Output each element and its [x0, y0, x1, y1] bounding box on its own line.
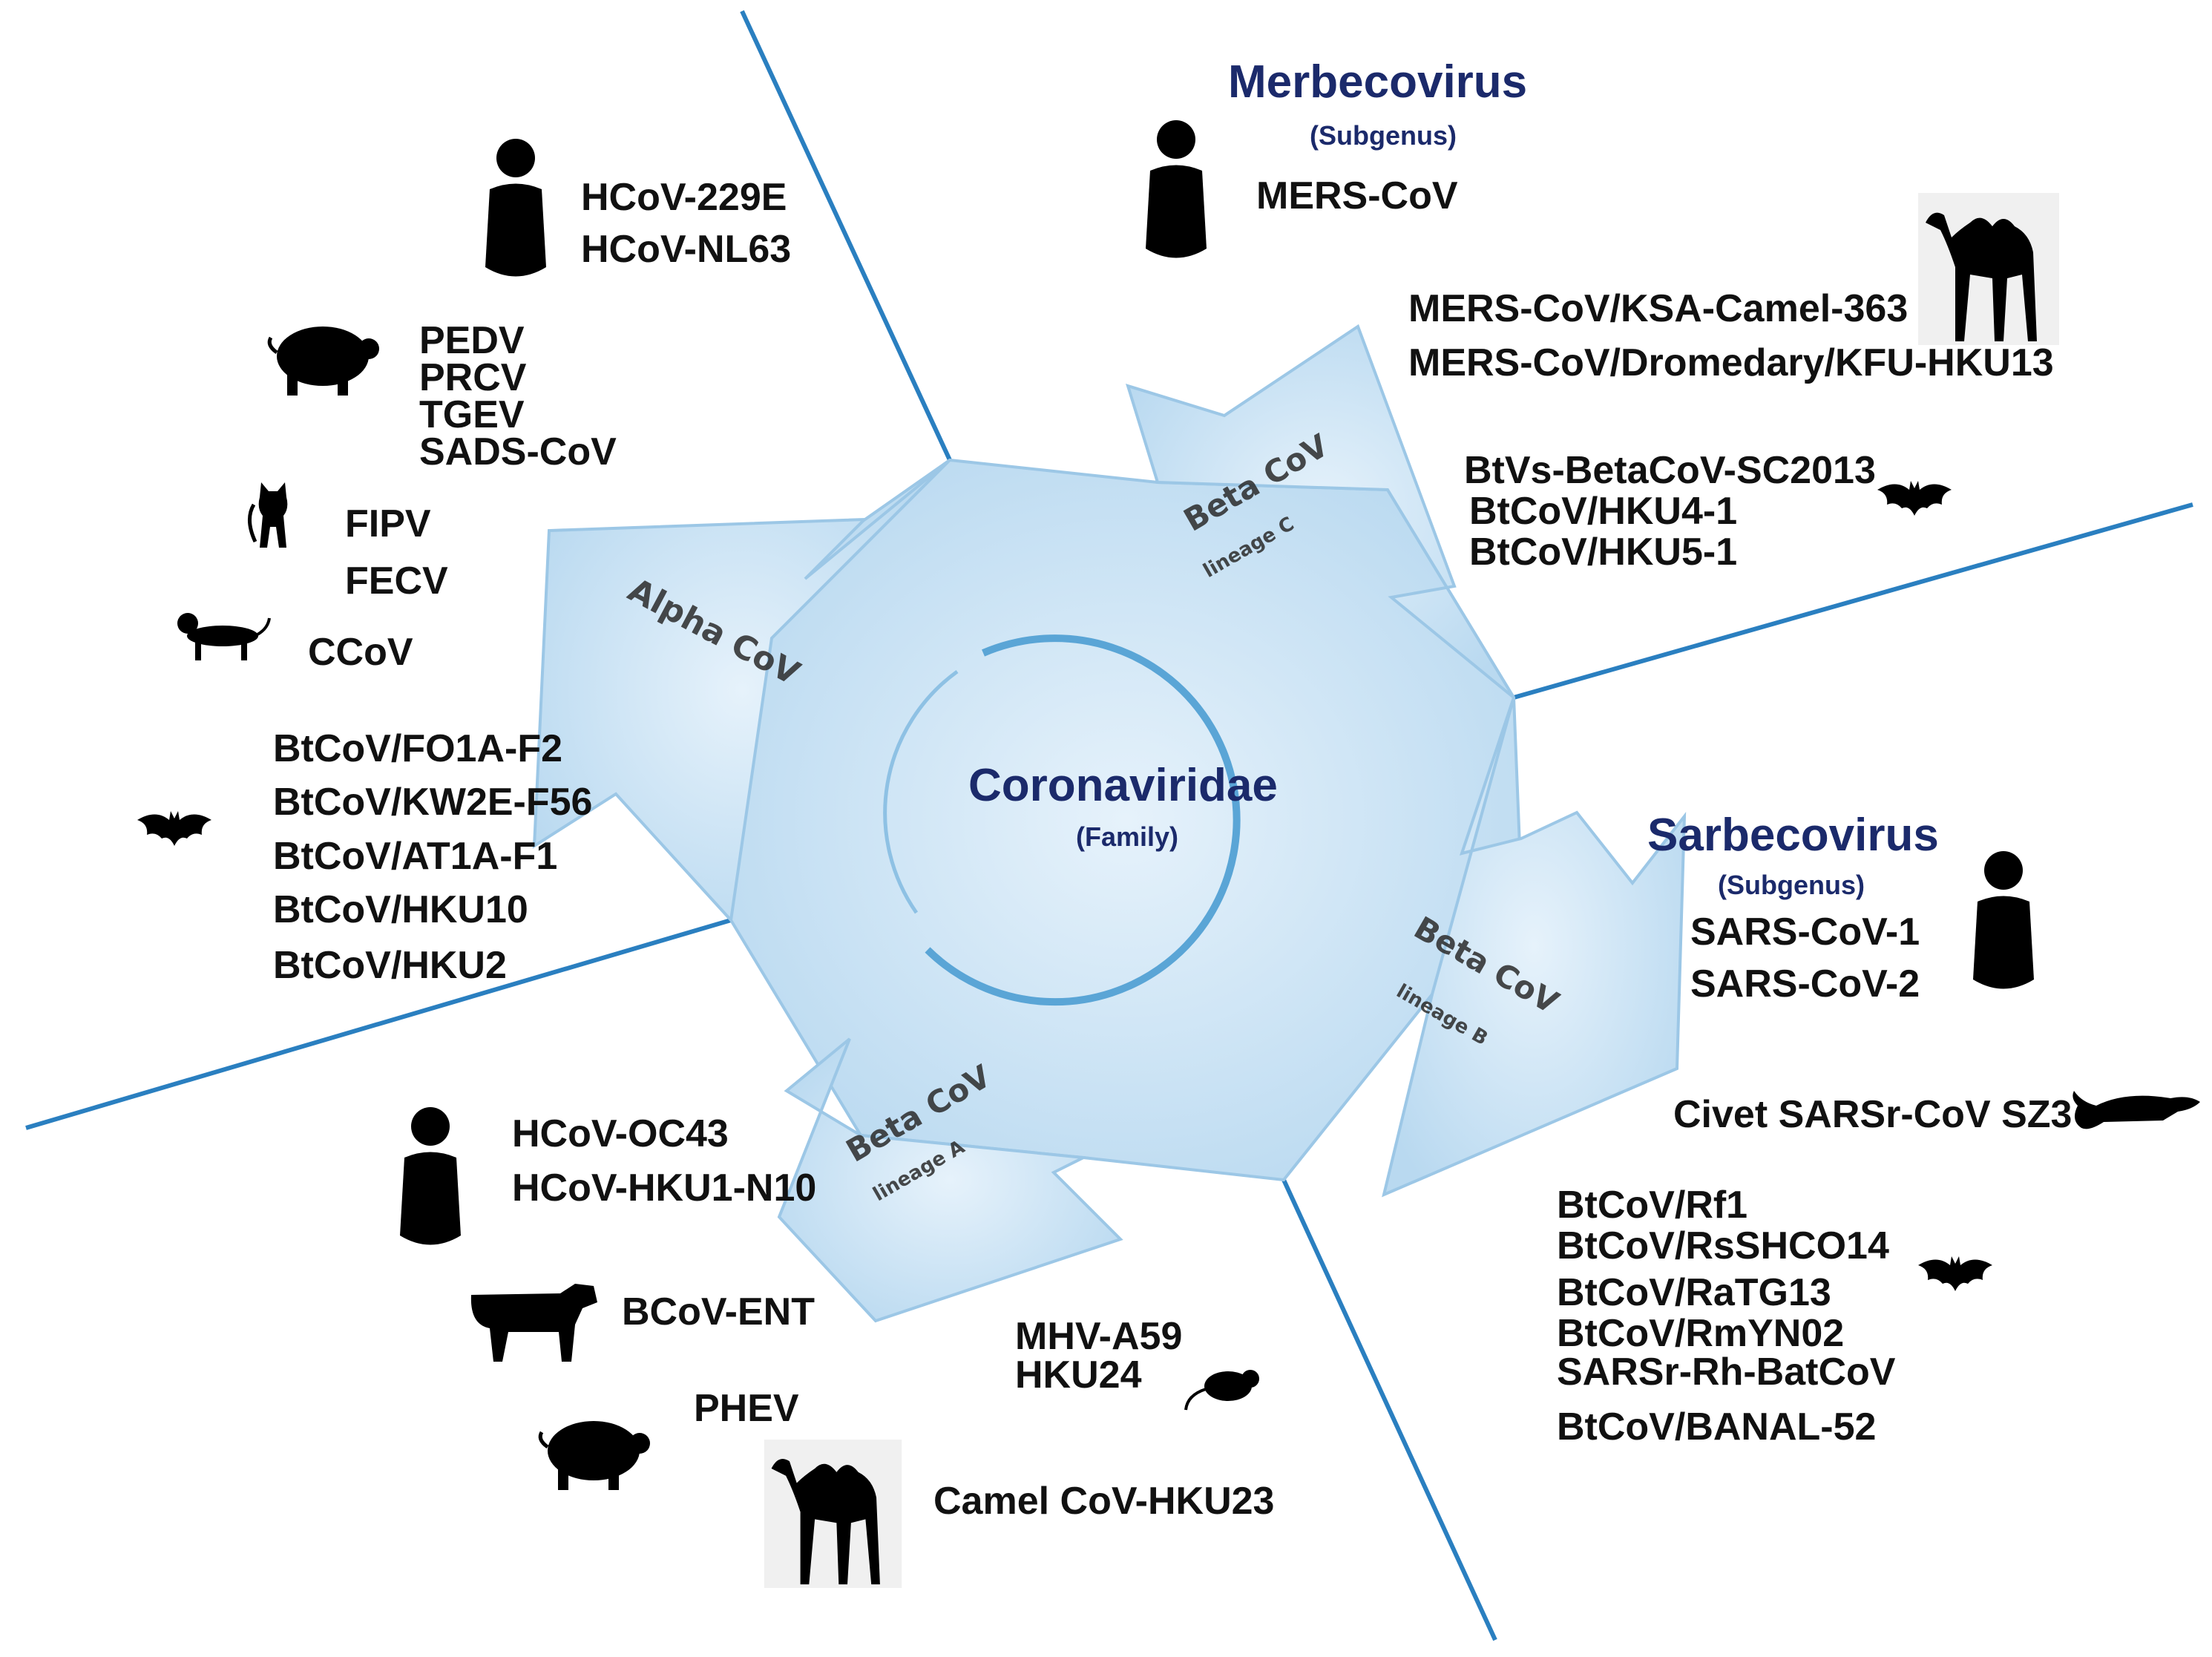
virus-label: BtCoV/RaTG13 — [1557, 1271, 1831, 1314]
bat-icon — [1918, 1256, 1992, 1291]
pig-icon — [267, 327, 379, 396]
virus-label: HCoV-229E — [581, 176, 787, 219]
virus-label: PEDV — [419, 319, 525, 362]
virus-label: FIPV — [345, 502, 431, 545]
center-subtitle: (Family) — [1076, 821, 1179, 852]
virus-label: BtCoV/HKU10 — [273, 888, 528, 931]
camel-icon — [1918, 193, 2059, 345]
virus-label: PRCV — [419, 356, 527, 399]
arrow-hub — [729, 458, 1523, 1182]
cat-icon — [248, 482, 288, 548]
central-ring-inner — [883, 669, 959, 914]
arrow-beta-b — [1382, 697, 1687, 1198]
civet-icon — [2072, 1091, 2200, 1129]
virus-label: BtCoV/Rf1 — [1557, 1184, 1748, 1227]
arrow-beta-a — [777, 1037, 1123, 1323]
human-icon — [400, 1107, 461, 1245]
virus-label: MERS-CoV/Dromedary/KFU-HKU13 — [1408, 341, 2054, 384]
human-icon — [1973, 851, 2034, 989]
virus-label: HKU24 — [1015, 1354, 1142, 1397]
virus-label: BCoV-ENT — [622, 1290, 815, 1333]
virus-label: BtCoV/AT1A-F1 — [273, 835, 558, 878]
arrow-alpha — [532, 459, 951, 924]
mouse-icon — [1184, 1370, 1259, 1411]
virus-label: MHV-A59 — [1015, 1315, 1183, 1358]
virus-label: BtCoV/RsSHCO14 — [1557, 1224, 1889, 1267]
virus-label: MERS-CoV/KSA-Camel-363 — [1408, 287, 1909, 330]
divider-line-left — [25, 918, 732, 1130]
virus-label: SARSr-Rh-BatCoV — [1557, 1351, 1896, 1394]
human-icon — [1146, 120, 1207, 258]
merbecovirus-subtitle: (Subgenus) — [1310, 120, 1457, 151]
arrow-beta-c — [1125, 324, 1515, 699]
virus-label: Camel CoV-HKU23 — [933, 1480, 1275, 1523]
virus-label: PHEV — [694, 1387, 799, 1430]
virus-label: FECV — [345, 560, 448, 603]
virus-label: CCoV — [308, 631, 413, 674]
virus-label: HCoV-OC43 — [512, 1112, 729, 1155]
dog-icon — [177, 613, 271, 660]
virus-label: SADS-CoV — [419, 430, 617, 473]
divider-line-right — [1513, 502, 2193, 700]
virus-label: BtCoV/RmYN02 — [1557, 1312, 1845, 1355]
virus-label: Civet SARSr-CoV SZ3 — [1673, 1093, 2072, 1136]
sarbecovirus-subtitle: (Subgenus) — [1718, 870, 1865, 900]
pig-icon — [538, 1421, 650, 1490]
divider-line-bottom — [1281, 1178, 1497, 1641]
merbecovirus-title: Merbecovirus — [1228, 56, 1528, 108]
virus-label: BtCoV/HKU4-1 — [1469, 490, 1738, 533]
bat-icon — [137, 811, 211, 846]
virus-label: TGEV — [419, 393, 525, 436]
virus-label: SARS-CoV-1 — [1690, 910, 1920, 954]
virus-label: BtCoV/FO1A-F2 — [273, 727, 562, 770]
virus-label: HCoV-NL63 — [581, 228, 792, 271]
bat-icon — [1877, 481, 1952, 516]
sarbecovirus-title: Sarbecovirus — [1647, 810, 1939, 861]
center-title: Coronaviridae — [968, 760, 1278, 811]
virus-label: BtCoV/HKU5-1 — [1469, 531, 1738, 574]
cow-icon — [470, 1284, 597, 1362]
camel-icon — [764, 1440, 902, 1588]
virus-label: MERS-CoV — [1256, 174, 1458, 217]
virus-label: SARS-CoV-2 — [1690, 962, 1920, 1005]
divider-lines — [25, 10, 2193, 1641]
virus-label: BtVs-BetaCoV-SC2013 — [1464, 449, 1876, 492]
human-icon — [485, 139, 546, 277]
virus-label: BtCoV/BANAL-52 — [1557, 1405, 1877, 1448]
virus-label: BtCoV/HKU2 — [273, 944, 507, 987]
virus-label: BtCoV/KW2E-F56 — [273, 781, 593, 824]
divider-line-top — [740, 10, 952, 462]
central-ring — [925, 634, 1241, 1006]
virus-label: HCoV-HKU1-N10 — [512, 1167, 817, 1210]
